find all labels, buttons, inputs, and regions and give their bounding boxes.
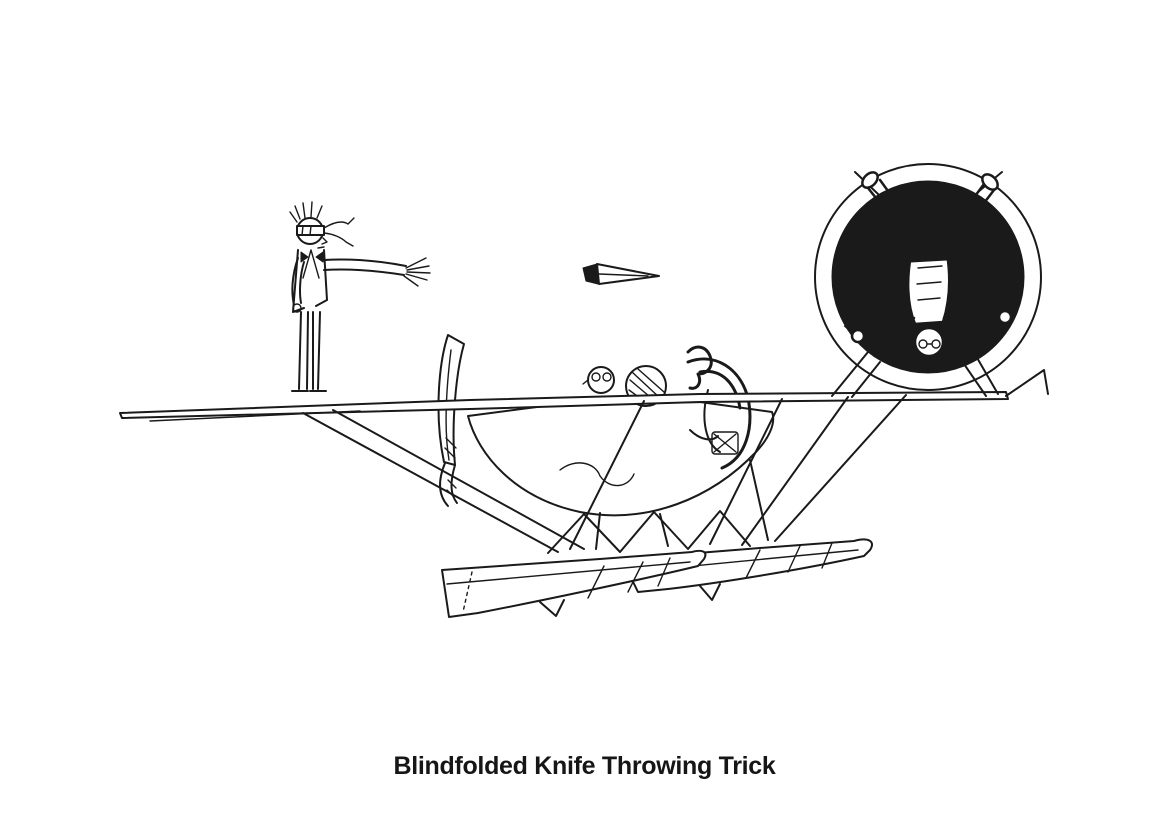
wing-drawing — [119, 369, 1049, 422]
knife-drawing — [582, 263, 660, 285]
thrower-drawing — [289, 201, 431, 392]
target-wheel-drawing — [814, 163, 1042, 398]
left-float-drawing — [441, 549, 707, 618]
target-person-drawing — [850, 171, 1013, 367]
strut-lines — [302, 394, 907, 554]
fuselage-drawing — [467, 345, 775, 517]
illustration-caption: Blindfolded Knife Throwing Trick — [393, 752, 776, 780]
